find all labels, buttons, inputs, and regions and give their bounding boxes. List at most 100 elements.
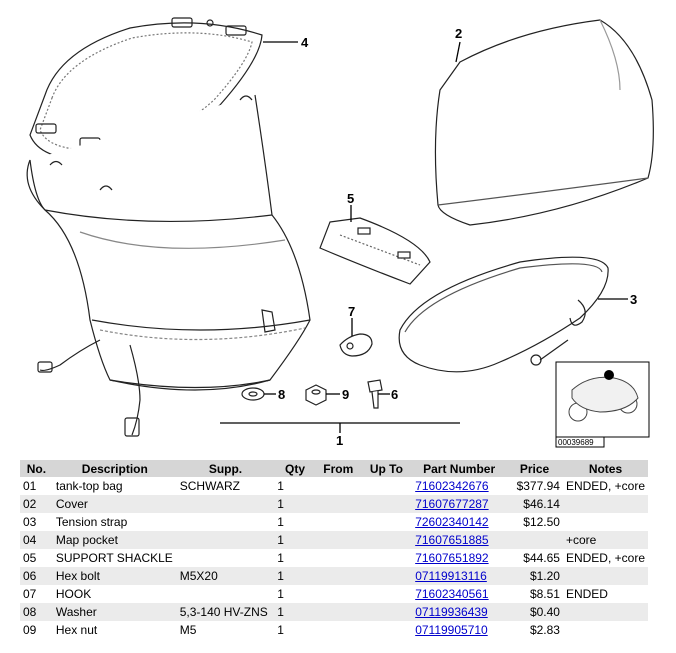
part-number-link[interactable]: 07119905710 xyxy=(415,623,488,637)
cell-part-number: 72602340142 xyxy=(412,513,506,531)
cell-description: Washer xyxy=(52,603,177,621)
header-no: No. xyxy=(20,460,53,477)
part-number-link[interactable]: 71602340561 xyxy=(415,587,489,601)
cell-from xyxy=(316,621,361,639)
callout-3: 3 xyxy=(630,292,637,307)
header-price: Price xyxy=(506,460,563,477)
cell-price: $44.65 xyxy=(523,551,560,565)
cell-supp xyxy=(177,585,274,603)
cell-price: $8.51 xyxy=(529,587,560,601)
cell-from xyxy=(316,477,361,495)
cell-qty: 1 xyxy=(274,531,316,549)
exploded-view-drawing: 1 2 3 4 5 6 7 8 9 00039689 xyxy=(26,17,654,448)
cell-no: 03 xyxy=(23,515,37,529)
cell-qty: 1 xyxy=(274,567,316,585)
cell-price: $1.20 xyxy=(506,567,563,585)
cell-no: 04 xyxy=(20,531,53,549)
cell-no: 08 xyxy=(20,603,53,621)
part-number-link[interactable]: 07119936439 xyxy=(415,605,488,619)
cell-description: HOOK xyxy=(55,587,92,601)
cell-description: SUPPORT SHACKLE xyxy=(55,551,173,565)
table-row: 03 Tension strap 1 72602340142 $12.50 xyxy=(20,513,648,531)
callout-6: 6 xyxy=(391,387,398,402)
header-qty: Qty xyxy=(274,460,316,477)
cell-qty: 1 xyxy=(274,495,316,513)
table-row: 02 Cover 1 71607677287 $46.14 xyxy=(20,495,648,513)
table-header-row: No. Description Supp. Qty From Up To Par… xyxy=(20,460,648,477)
callout-4: 4 xyxy=(301,35,309,50)
table-row: 01 tank-top bag SCHWARZ 1 71602342676 $3… xyxy=(20,477,648,495)
header-part-number: Part Number xyxy=(412,460,507,477)
header-supp: Supp. xyxy=(176,460,275,477)
cell-price: $0.40 xyxy=(506,603,563,621)
parts-table: No. Description Supp. Qty From Up To Par… xyxy=(20,460,648,639)
cell-notes: ENDED, +core xyxy=(565,551,645,565)
leader-lines xyxy=(220,41,628,433)
cell-up-to xyxy=(360,603,413,621)
cell-notes: ENDED xyxy=(565,587,608,601)
callout-2: 2 xyxy=(455,26,462,41)
cell-no: 06 xyxy=(20,567,53,585)
cell-description: Tension strap xyxy=(55,515,128,529)
part-number-link[interactable]: 07119913116 xyxy=(415,569,487,583)
cell-supp: M5X20 xyxy=(176,567,275,585)
cell-description: Hex bolt xyxy=(52,567,177,585)
cell-no: 09 xyxy=(23,623,37,637)
cell-qty: 1 xyxy=(277,551,284,565)
hardware-drawing xyxy=(241,379,383,409)
cell-supp xyxy=(177,549,274,567)
header-description: Description xyxy=(52,460,177,477)
callout-8: 8 xyxy=(278,387,285,402)
cell-supp xyxy=(176,531,275,549)
motorcycle-icon xyxy=(568,370,639,422)
cell-up-to xyxy=(361,585,413,603)
cell-description: Map pocket xyxy=(52,531,177,549)
cell-price: $12.50 xyxy=(523,515,560,529)
cell-notes xyxy=(563,513,648,531)
cell-no: 07 xyxy=(23,587,37,601)
cell-up-to xyxy=(360,495,413,513)
cell-from xyxy=(316,585,361,603)
cell-price xyxy=(506,531,563,549)
cell-from xyxy=(315,567,361,585)
part-number-link[interactable]: 72602340142 xyxy=(415,515,489,529)
part-number-link[interactable]: 71607677287 xyxy=(415,497,489,511)
cell-supp: 5,3-140 HV-ZNS xyxy=(176,603,275,621)
header-from: From xyxy=(315,460,361,477)
reference-code: 00039689 xyxy=(558,438,594,447)
cell-part-number: 71607651892 xyxy=(412,549,506,567)
cell-from xyxy=(315,495,361,513)
locator-inset: 00039689 xyxy=(555,361,650,448)
cell-no: 02 xyxy=(20,495,53,513)
cell-up-to xyxy=(361,549,413,567)
header-notes: Notes xyxy=(562,460,648,477)
cell-supp xyxy=(176,495,275,513)
parts-diagram: 1 2 3 4 5 6 7 8 9 00039689 xyxy=(26,17,654,448)
tension-strap-drawing xyxy=(398,256,609,373)
table-row: 04 Map pocket 1 71607651885 +core xyxy=(20,531,648,549)
part-number-link[interactable]: 71607651892 xyxy=(415,551,489,565)
cell-notes xyxy=(563,621,648,639)
header-up-to: Up To xyxy=(360,460,413,477)
cell-part-number: 07119936439 xyxy=(412,603,507,621)
callout-5: 5 xyxy=(347,191,354,206)
cell-price: $2.83 xyxy=(529,623,560,637)
table-row: 08 Washer 5,3-140 HV-ZNS 1 07119936439 $… xyxy=(20,603,648,621)
cell-notes: +core xyxy=(562,531,648,549)
cell-part-number: 71607677287 xyxy=(412,495,507,513)
cell-qty: 1 xyxy=(277,515,284,529)
table-row: 09 Hex nut M5 1 07119905710 $2.83 xyxy=(20,621,648,639)
cell-part-number: 07119905710 xyxy=(412,621,506,639)
part-number-link[interactable]: 71607651885 xyxy=(415,533,489,547)
cell-description: tank-top bag xyxy=(55,479,123,493)
cell-supp: M5 xyxy=(179,623,197,637)
callout-9: 9 xyxy=(342,387,349,402)
part-number-link[interactable]: 71602342676 xyxy=(415,479,489,493)
cell-price: $46.14 xyxy=(506,495,563,513)
callout-7: 7 xyxy=(348,304,355,319)
tank-top-bag-drawing xyxy=(26,17,311,437)
cell-part-number: 71607651885 xyxy=(412,531,507,549)
cell-supp: SCHWARZ xyxy=(179,479,240,493)
cell-description: Hex nut xyxy=(55,623,98,637)
callout-labels: 1 2 3 4 5 6 7 8 9 xyxy=(278,26,637,448)
